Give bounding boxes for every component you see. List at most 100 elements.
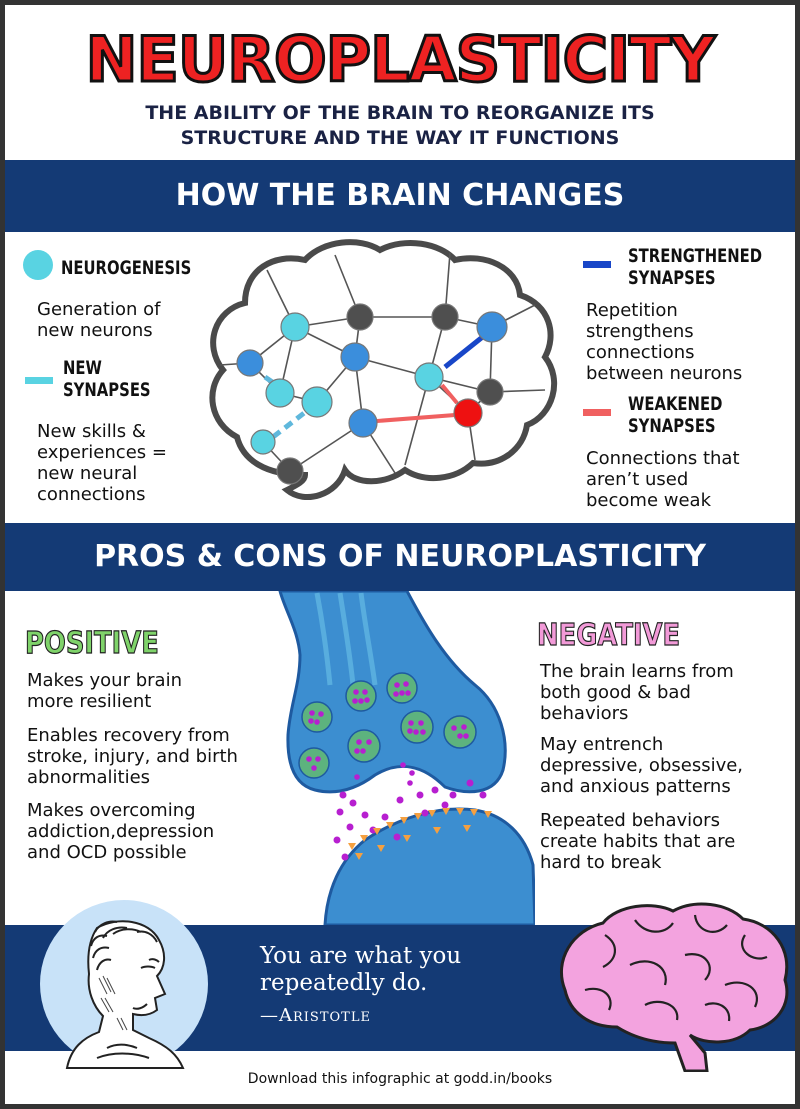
weakened-synapse-1 [376,413,456,423]
neuron [301,386,333,418]
dendrite-spine [323,807,535,925]
negative-item-2: May entrench depressive, obsessive, and … [540,734,790,797]
vesicle [298,747,330,779]
desc-line: new neural [37,463,138,484]
neuron [346,303,374,331]
neuron [250,429,276,455]
item-line: depressive, obsessive, [540,755,744,776]
neuron [476,378,504,406]
neurogenesis-desc: Generation of new neurons [37,299,161,341]
new-synapse-2 [271,408,310,439]
quote-line: repeatedly do. [260,970,428,996]
item-line: and anxious patterns [540,776,731,797]
vesicle [443,715,477,749]
positive-item-3: Makes overcoming addiction,depression an… [27,800,277,863]
neuron [414,362,444,392]
quote-attribution: —Aristotle [260,1005,371,1026]
brain-outline [209,239,557,501]
desc-line: aren’t used [586,469,689,490]
positive-heading-text: POSITIVE [24,626,159,661]
negative-heading-text: NEGATIVE [536,618,681,653]
negative-item-3: Repeated behaviors create habits that ar… [540,810,790,873]
vesicle [386,672,418,704]
vesicle [347,729,381,763]
title-line: SYNAPSES [628,415,716,437]
title-line: WEAKENED [628,393,723,415]
weakened-synapses-title: WEAKENED SYNAPSES [628,393,722,437]
positive-item-2: Enables recovery from stroke, injury, an… [27,725,277,788]
new-synapses-title: NEW SYNAPSES [63,357,151,401]
item-line: create habits that are [540,831,736,852]
quote-text: You are what you repeatedly do. [260,943,461,997]
neuron [265,378,295,408]
neuron [340,342,370,372]
section-how-brain-changes-title: HOW THE BRAIN CHANGES [5,160,795,232]
neuron [236,349,264,377]
negative-heading: NEGATIVE [536,618,681,653]
item-line: May entrench [540,734,664,755]
item-line: behaviors [540,703,629,724]
synapse-illustration [278,591,535,925]
neurotransmitters [306,681,487,861]
neuron [476,311,508,343]
vesicle [345,680,377,712]
vesicle [400,710,434,744]
item-line: stroke, injury, and birth [27,746,238,767]
subtitle-line-1: THE ABILITY OF THE BRAIN TO REORGANIZE I… [145,102,655,124]
desc-line: New skills & [37,421,146,442]
desc-line: connections [586,342,695,363]
brain-network-diagram [209,239,557,501]
new-synapses-desc: New skills & experiences = new neural co… [37,421,167,505]
desc-line: experiences = [37,442,167,463]
strengthened-synapses-title: STRENGTHENED SYNAPSES [628,245,762,289]
item-line: Makes overcoming [27,800,196,821]
neuron [453,398,483,428]
weakened-synapse-2 [440,383,459,405]
aristotle-portrait-image [40,900,208,1069]
desc-line: new neurons [37,320,153,341]
neurogenesis-dot-icon [23,250,53,280]
weakened-synapses-line-icon [583,409,611,416]
item-line: both good & bad [540,682,691,703]
quote-line: You are what you [260,943,462,969]
page-title: NEUROPLASTICITY [84,23,717,96]
portrait-hatching [98,975,128,1031]
item-line: addiction,depression [27,821,215,842]
desc-line: connections [37,484,146,505]
item-line: The brain learns from [540,661,734,682]
neuron [348,408,378,438]
neuron [431,303,459,331]
item-line: and OCD possible [27,842,187,863]
pink-brain-icon [559,902,789,1072]
neuron [280,312,310,342]
desc-line: Connections that [586,448,740,469]
desc-line: strengthens [586,321,694,342]
item-line: Makes your brain [27,670,182,691]
new-synapses-line-icon [25,377,53,384]
strengthened-synapse [443,333,487,369]
desc-line: between neurons [586,363,743,384]
positive-item-1: Makes your brain more resilient [27,670,277,712]
subtitle-line-2: STRUCTURE AND THE WAY IT FUNCTIONS [180,127,620,149]
item-line: hard to break [540,852,662,873]
desc-line: become weak [586,490,711,511]
title-line: NEW [63,357,102,379]
strengthened-synapses-line-icon [583,261,611,268]
page-subtitle: THE ABILITY OF THE BRAIN TO REORGANIZE I… [5,101,795,151]
axon-highlights [314,592,378,686]
item-line: abnormalities [27,767,151,788]
title-line: STRENGTHENED [628,245,763,267]
weakened-synapses-desc: Connections that aren’t used become weak [586,448,740,511]
footer-download-text: Download this infographic at godd.in/boo… [247,1071,553,1087]
vesicle [301,701,333,733]
item-line: more resilient [27,691,152,712]
title-line: SYNAPSES [63,379,151,401]
strengthened-synapses-desc: Repetition strengthens connections betwe… [586,300,742,384]
receptors [348,808,492,860]
desc-line: Repetition [586,300,678,321]
neurogenesis-title: NEUROGENESIS [61,257,192,279]
negative-item-1: The brain learns from both good & bad be… [540,661,790,724]
desc-line: Generation of [37,299,161,320]
title-line: SYNAPSES [628,267,716,289]
